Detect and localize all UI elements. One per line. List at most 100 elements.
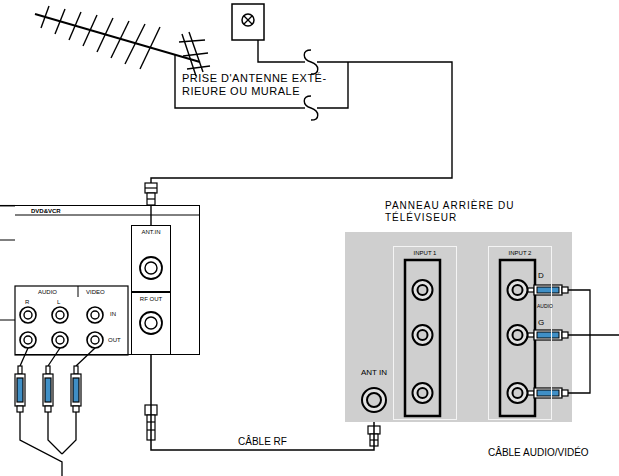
- jack-ring: [513, 388, 523, 398]
- antenna-element: [41, 6, 49, 28]
- plug-grip: [17, 378, 23, 402]
- cable-label: CÂBLE RF: [236, 436, 289, 448]
- break-mark: [304, 96, 318, 120]
- plug-tail: [562, 390, 568, 396]
- plug-tip: [46, 366, 50, 374]
- cable-label: CÂBLE AUDIO/VIDÉO: [488, 447, 589, 459]
- rf-out-port-box: RF OUT: [131, 292, 171, 355]
- wire-stub: [300, 107, 305, 108]
- plug-tail: [562, 287, 568, 293]
- node-title: ANT IN: [350, 368, 398, 378]
- antenna-element: [55, 9, 65, 34]
- wire-stub: [300, 61, 305, 62]
- socket-mark: [244, 16, 252, 24]
- direction-label: IN: [110, 311, 116, 318]
- jack-ring: [91, 311, 99, 319]
- jack: [413, 383, 433, 403]
- channel-label: L: [57, 299, 60, 306]
- panel-edge: [0, 240, 15, 241]
- antenna-reflector: [183, 53, 208, 56]
- jack-ring: [145, 317, 157, 329]
- plug-nut: [145, 183, 157, 193]
- channel-label: D: [538, 271, 544, 280]
- av-plugs-dvd: [15, 366, 81, 412]
- plug-tail: [17, 406, 23, 412]
- plug-tip: [528, 333, 534, 337]
- cable: [48, 348, 60, 366]
- plug-grip: [537, 390, 559, 396]
- jack-ring: [418, 388, 428, 398]
- cable: [20, 348, 28, 366]
- bracket-wire: [317, 62, 348, 108]
- plug-body: [534, 330, 562, 340]
- plug-tail: [45, 406, 51, 412]
- antenna-wires: [151, 40, 452, 225]
- plug-body: [534, 388, 562, 398]
- antenna-element: [140, 27, 160, 69]
- plug-tip: [74, 366, 78, 374]
- antenna-element: [83, 15, 97, 46]
- jack: [20, 307, 36, 323]
- node-title: DVD&VCR: [15, 206, 199, 215]
- jack-column: [500, 260, 535, 416]
- plug-rib: [145, 187, 157, 188]
- jack: [362, 388, 386, 412]
- jack-ring: [56, 336, 64, 344]
- port-label: VIDEO: [86, 289, 105, 296]
- antenna-element: [69, 12, 81, 40]
- plug-body: [71, 374, 81, 406]
- channel-label: R: [25, 299, 29, 306]
- rf-out-jack: [140, 312, 162, 334]
- cable: [62, 412, 76, 454]
- tv-rear-panel: PANNEAU ARRIÈRE DU TÉLÉVISEURINPUT 1INPU…: [345, 232, 572, 422]
- socket-mark: [244, 16, 252, 24]
- plug-grip: [45, 378, 51, 402]
- dvd-panel-details: [0, 206, 200, 355]
- plug-rib: [147, 198, 155, 199]
- plug-body: [15, 374, 25, 406]
- ant-in-port-box: ANT IN: [350, 368, 398, 418]
- antenna-element: [125, 24, 145, 64]
- jack: [52, 307, 68, 323]
- tv-panel-illustration: [345, 232, 572, 422]
- antenna-cable: [151, 62, 452, 183]
- ant-in-port-box: ANT.IN: [131, 225, 171, 292]
- jack: [413, 280, 433, 300]
- cable: [76, 348, 95, 366]
- tv-panel-parts: [362, 260, 619, 416]
- frame-divider: [78, 286, 79, 297]
- av-jack-frame: [15, 286, 128, 355]
- jack: [508, 383, 528, 403]
- node-title: INPUT 2: [489, 247, 551, 257]
- channel-label: G: [538, 318, 544, 327]
- jack-ring: [24, 311, 32, 319]
- av-cable-dvd: [20, 348, 95, 476]
- plug-tip: [528, 288, 534, 292]
- panel-edge: [0, 320, 15, 321]
- jack: [413, 325, 433, 345]
- av-cable: [568, 334, 619, 335]
- jack: [87, 307, 103, 323]
- jack-ring: [145, 262, 157, 274]
- plug-grip: [537, 332, 559, 338]
- node-title: INPUT 1: [394, 247, 456, 257]
- plug-body: [147, 193, 155, 205]
- antenna-reflector: [187, 66, 210, 69]
- jack-ring: [513, 330, 523, 340]
- rf-cable: [151, 355, 374, 451]
- socket-hole: [242, 14, 254, 26]
- ant-in-jack: [140, 257, 162, 279]
- plug-grip: [73, 378, 79, 402]
- panel-edge: [0, 205, 15, 207]
- cable: [48, 412, 62, 454]
- antenna-element: [111, 21, 129, 58]
- node-title: PANNEAU ARRIÈRE DU TÉLÉVISEUR: [385, 200, 565, 224]
- jack: [87, 332, 103, 348]
- jack: [508, 280, 528, 300]
- rf-plug: [145, 183, 157, 205]
- node-title: ANT.IN: [132, 226, 170, 236]
- socket-wire: [258, 40, 300, 62]
- node-title: RF OUT: [132, 293, 170, 303]
- plug-body: [43, 374, 53, 406]
- plug-body: [534, 285, 562, 295]
